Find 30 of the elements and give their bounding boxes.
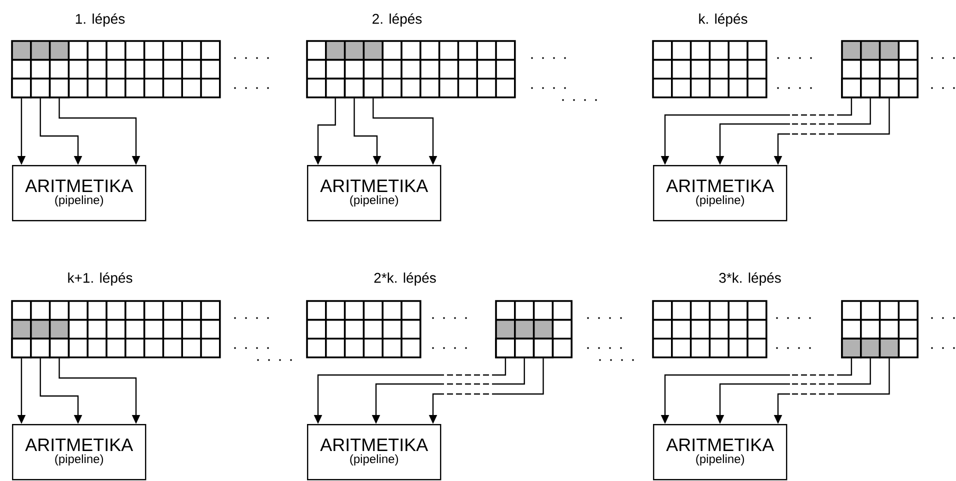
memory-cell (878, 338, 900, 358)
memory-cell (514, 338, 535, 358)
memory-cell (878, 78, 900, 98)
memory-cell (48, 338, 70, 358)
unit-box: ARITMETIKA (pipeline) (12, 424, 146, 480)
memory-cell (325, 78, 346, 98)
memory-cell (48, 78, 70, 98)
unit-box: ARITMETIKA (pipeline) (12, 165, 146, 222)
memory-cell (532, 338, 554, 358)
memory-cell (30, 338, 51, 358)
unit-box: ARITMETIKA (pipeline) (653, 424, 788, 480)
memory-cell (11, 78, 32, 98)
step-title: 2. lépés (372, 13, 422, 27)
step-title: k. lépés (699, 13, 748, 27)
unit-box: ARITMETIKA (pipeline) (307, 424, 442, 480)
memory-cell (344, 78, 365, 98)
memory-cell (841, 338, 862, 358)
memory-cell (841, 78, 862, 98)
unit-box: ARITMETIKA (pipeline) (653, 165, 788, 222)
memory-cell (860, 78, 881, 98)
step-title: 3*k. lépés (719, 272, 781, 286)
unit-box: ARITMETIKA (pipeline) (307, 165, 442, 222)
memory-cell (495, 338, 516, 358)
step-title: 2*k. lépés (374, 272, 436, 286)
memory-cell (860, 338, 881, 358)
step-title: k+1. lépés (68, 272, 132, 286)
memory-cell (30, 78, 51, 98)
memory-cell (11, 338, 32, 358)
memory-cell (362, 78, 384, 98)
step-title: 1. lépés (76, 13, 125, 27)
